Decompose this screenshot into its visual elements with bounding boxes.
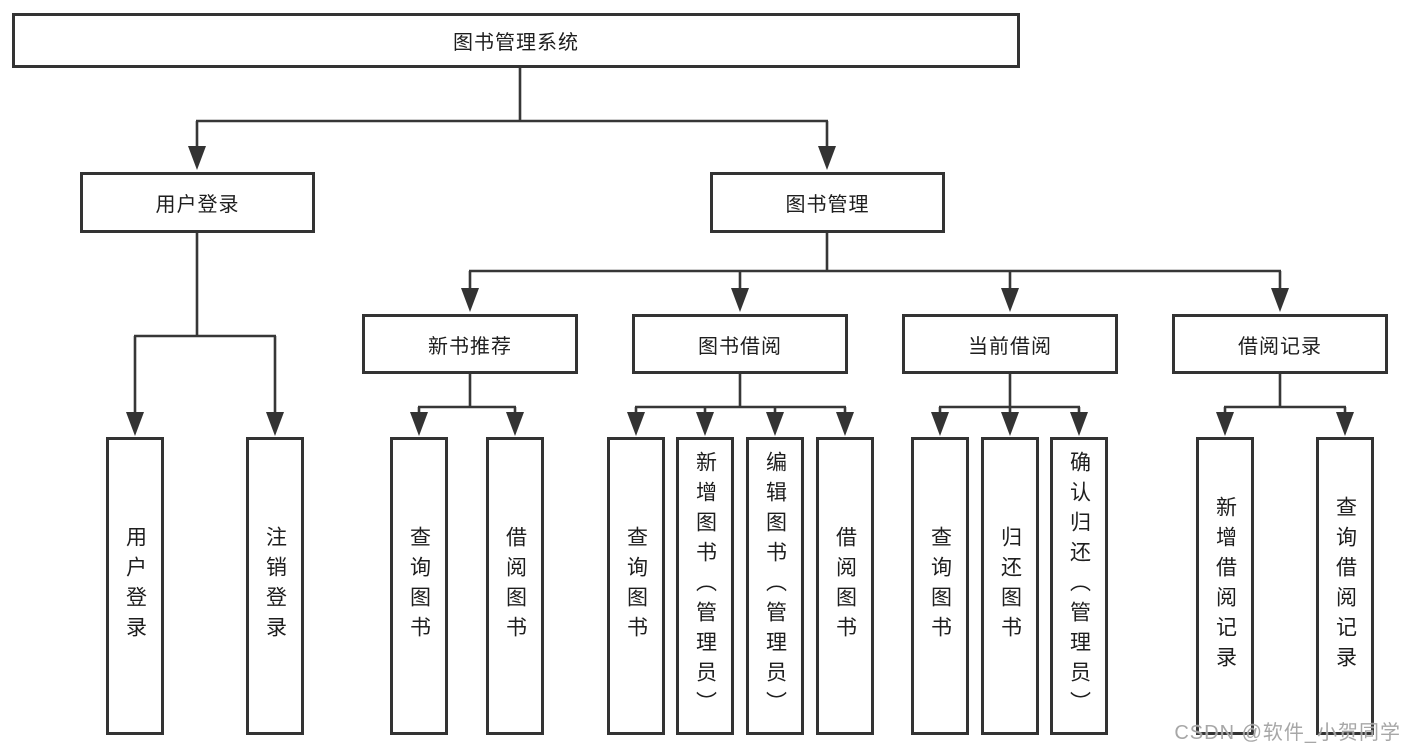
leaf-label: 新增图书（管理员） xyxy=(693,451,717,721)
leaf-edit-book-admin: 编辑图书（管理员） xyxy=(746,437,804,735)
leaf-label: 用户登录 xyxy=(123,526,147,646)
leaf-add-borrow-record: 新增借阅记录 xyxy=(1196,437,1254,735)
leaf-add-book-admin: 新增图书（管理员） xyxy=(676,437,734,735)
node-user-login-branch: 用户登录 xyxy=(80,172,315,233)
connector-new-book-recommendation xyxy=(417,374,517,414)
node-book-borrowing: 图书借阅 xyxy=(632,314,848,374)
leaf-borrow-books-recommendation: 借阅图书 xyxy=(486,437,544,735)
leaf-confirm-return-admin: 确认归还（管理员） xyxy=(1050,437,1108,735)
connector-user-login xyxy=(133,233,277,414)
node-book-management-branch: 图书管理 xyxy=(710,172,945,233)
leaf-label: 新增借阅记录 xyxy=(1213,496,1237,676)
arrowheads xyxy=(126,146,1354,436)
leaf-label: 查询借阅记录 xyxy=(1333,496,1357,676)
leaf-label: 确认归还（管理员） xyxy=(1067,451,1091,721)
connector-root-to-level2 xyxy=(195,67,829,148)
leaf-query-books-recommendation: 查询图书 xyxy=(390,437,448,735)
node-new-book-recommendation: 新书推荐 xyxy=(362,314,578,374)
leaf-label: 注销登录 xyxy=(263,526,287,646)
leaf-query-books-borrowing: 查询图书 xyxy=(607,437,665,735)
leaf-label: 归还图书 xyxy=(998,526,1022,646)
leaf-label: 借阅图书 xyxy=(503,526,527,646)
leaf-query-borrow-record: 查询借阅记录 xyxy=(1316,437,1374,735)
leaf-borrow-books: 借阅图书 xyxy=(816,437,874,735)
leaf-user-login: 用户登录 xyxy=(106,437,164,735)
leaf-query-books-current: 查询图书 xyxy=(911,437,969,735)
leaf-label: 查询图书 xyxy=(407,526,431,646)
connector-book-borrowing xyxy=(634,374,847,414)
connector-book-management xyxy=(468,233,1282,290)
connector-borrowing-records xyxy=(1223,374,1347,414)
connector-current-borrowing xyxy=(938,374,1081,414)
node-borrowing-records: 借阅记录 xyxy=(1172,314,1388,374)
leaf-label: 编辑图书（管理员） xyxy=(763,451,787,721)
node-current-borrowing: 当前借阅 xyxy=(902,314,1118,374)
leaf-label: 查询图书 xyxy=(928,526,952,646)
node-library-management-system: 图书管理系统 xyxy=(12,13,1020,68)
leaf-label: 借阅图书 xyxy=(833,526,857,646)
leaf-logout: 注销登录 xyxy=(246,437,304,735)
leaf-label: 查询图书 xyxy=(624,526,648,646)
leaf-return-books: 归还图书 xyxy=(981,437,1039,735)
